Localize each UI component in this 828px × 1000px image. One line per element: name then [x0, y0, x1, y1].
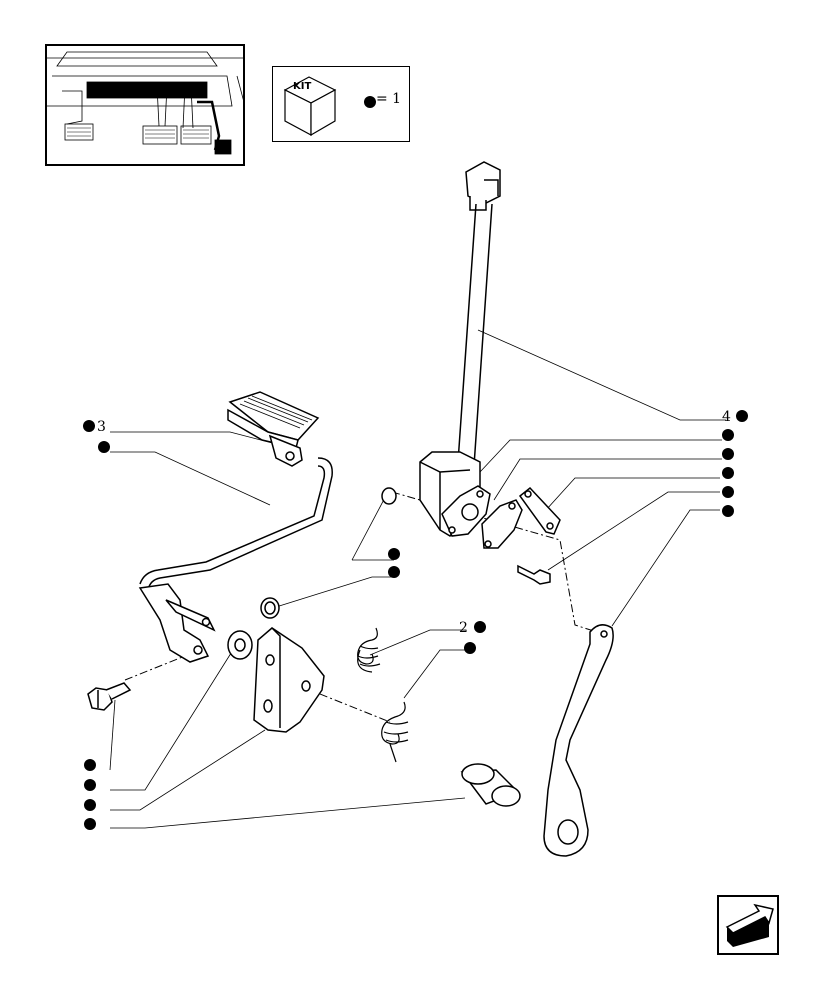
filled-dot-icon — [722, 486, 734, 498]
filled-dot-icon — [84, 779, 96, 791]
pedal-pad — [227, 391, 320, 467]
callout-number-3: 3 — [97, 419, 106, 435]
filled-dot-icon — [84, 799, 96, 811]
washers — [227, 487, 397, 660]
callout-number-4: 4 — [722, 409, 731, 425]
filled-dot-icon — [474, 621, 486, 633]
filled-dot-icon — [722, 467, 734, 479]
kit-legend-box: KIT — [272, 66, 410, 142]
hex-bolt — [87, 682, 132, 711]
pedal-lever-arm — [138, 583, 216, 663]
switch-lever — [419, 161, 501, 537]
small-bolt — [517, 564, 551, 585]
filled-dot-icon — [736, 410, 748, 422]
return-springs — [357, 627, 409, 763]
filled-dot-icon — [388, 566, 400, 578]
filled-dot-icon — [84, 818, 96, 830]
filled-dot-icon — [83, 420, 95, 432]
callout-number-2: 2 — [459, 620, 468, 636]
filled-dot-icon — [84, 759, 96, 771]
gasket-plate — [481, 486, 561, 549]
callout-bullets — [83, 410, 748, 830]
tractor-pedals-thumbnail-image — [47, 51, 243, 155]
kit-quantity-text: = 1 — [376, 91, 402, 107]
filled-dot-icon — [722, 429, 734, 441]
actuating-arm — [543, 624, 614, 857]
centre-lines — [124, 491, 601, 723]
filled-dot-icon — [722, 505, 734, 517]
filled-dot-icon — [388, 548, 400, 560]
filled-dot-icon — [98, 441, 110, 453]
kit-cube-icon — [283, 76, 376, 137]
next-page-arrow-icon — [725, 903, 774, 947]
next-page-button[interactable] — [717, 895, 779, 955]
leader-lines — [109, 329, 726, 829]
kit-label: KIT — [293, 81, 312, 92]
filled-dot-icon — [722, 448, 734, 460]
support-bracket — [253, 627, 325, 733]
filled-dot-icon — [464, 642, 476, 654]
location-thumbnail — [45, 44, 245, 166]
pedal-pad-ribs — [239, 395, 313, 429]
pedal-rod — [139, 457, 333, 591]
filled-dot-icon — [364, 96, 376, 108]
bush-sleeve — [460, 763, 521, 807]
